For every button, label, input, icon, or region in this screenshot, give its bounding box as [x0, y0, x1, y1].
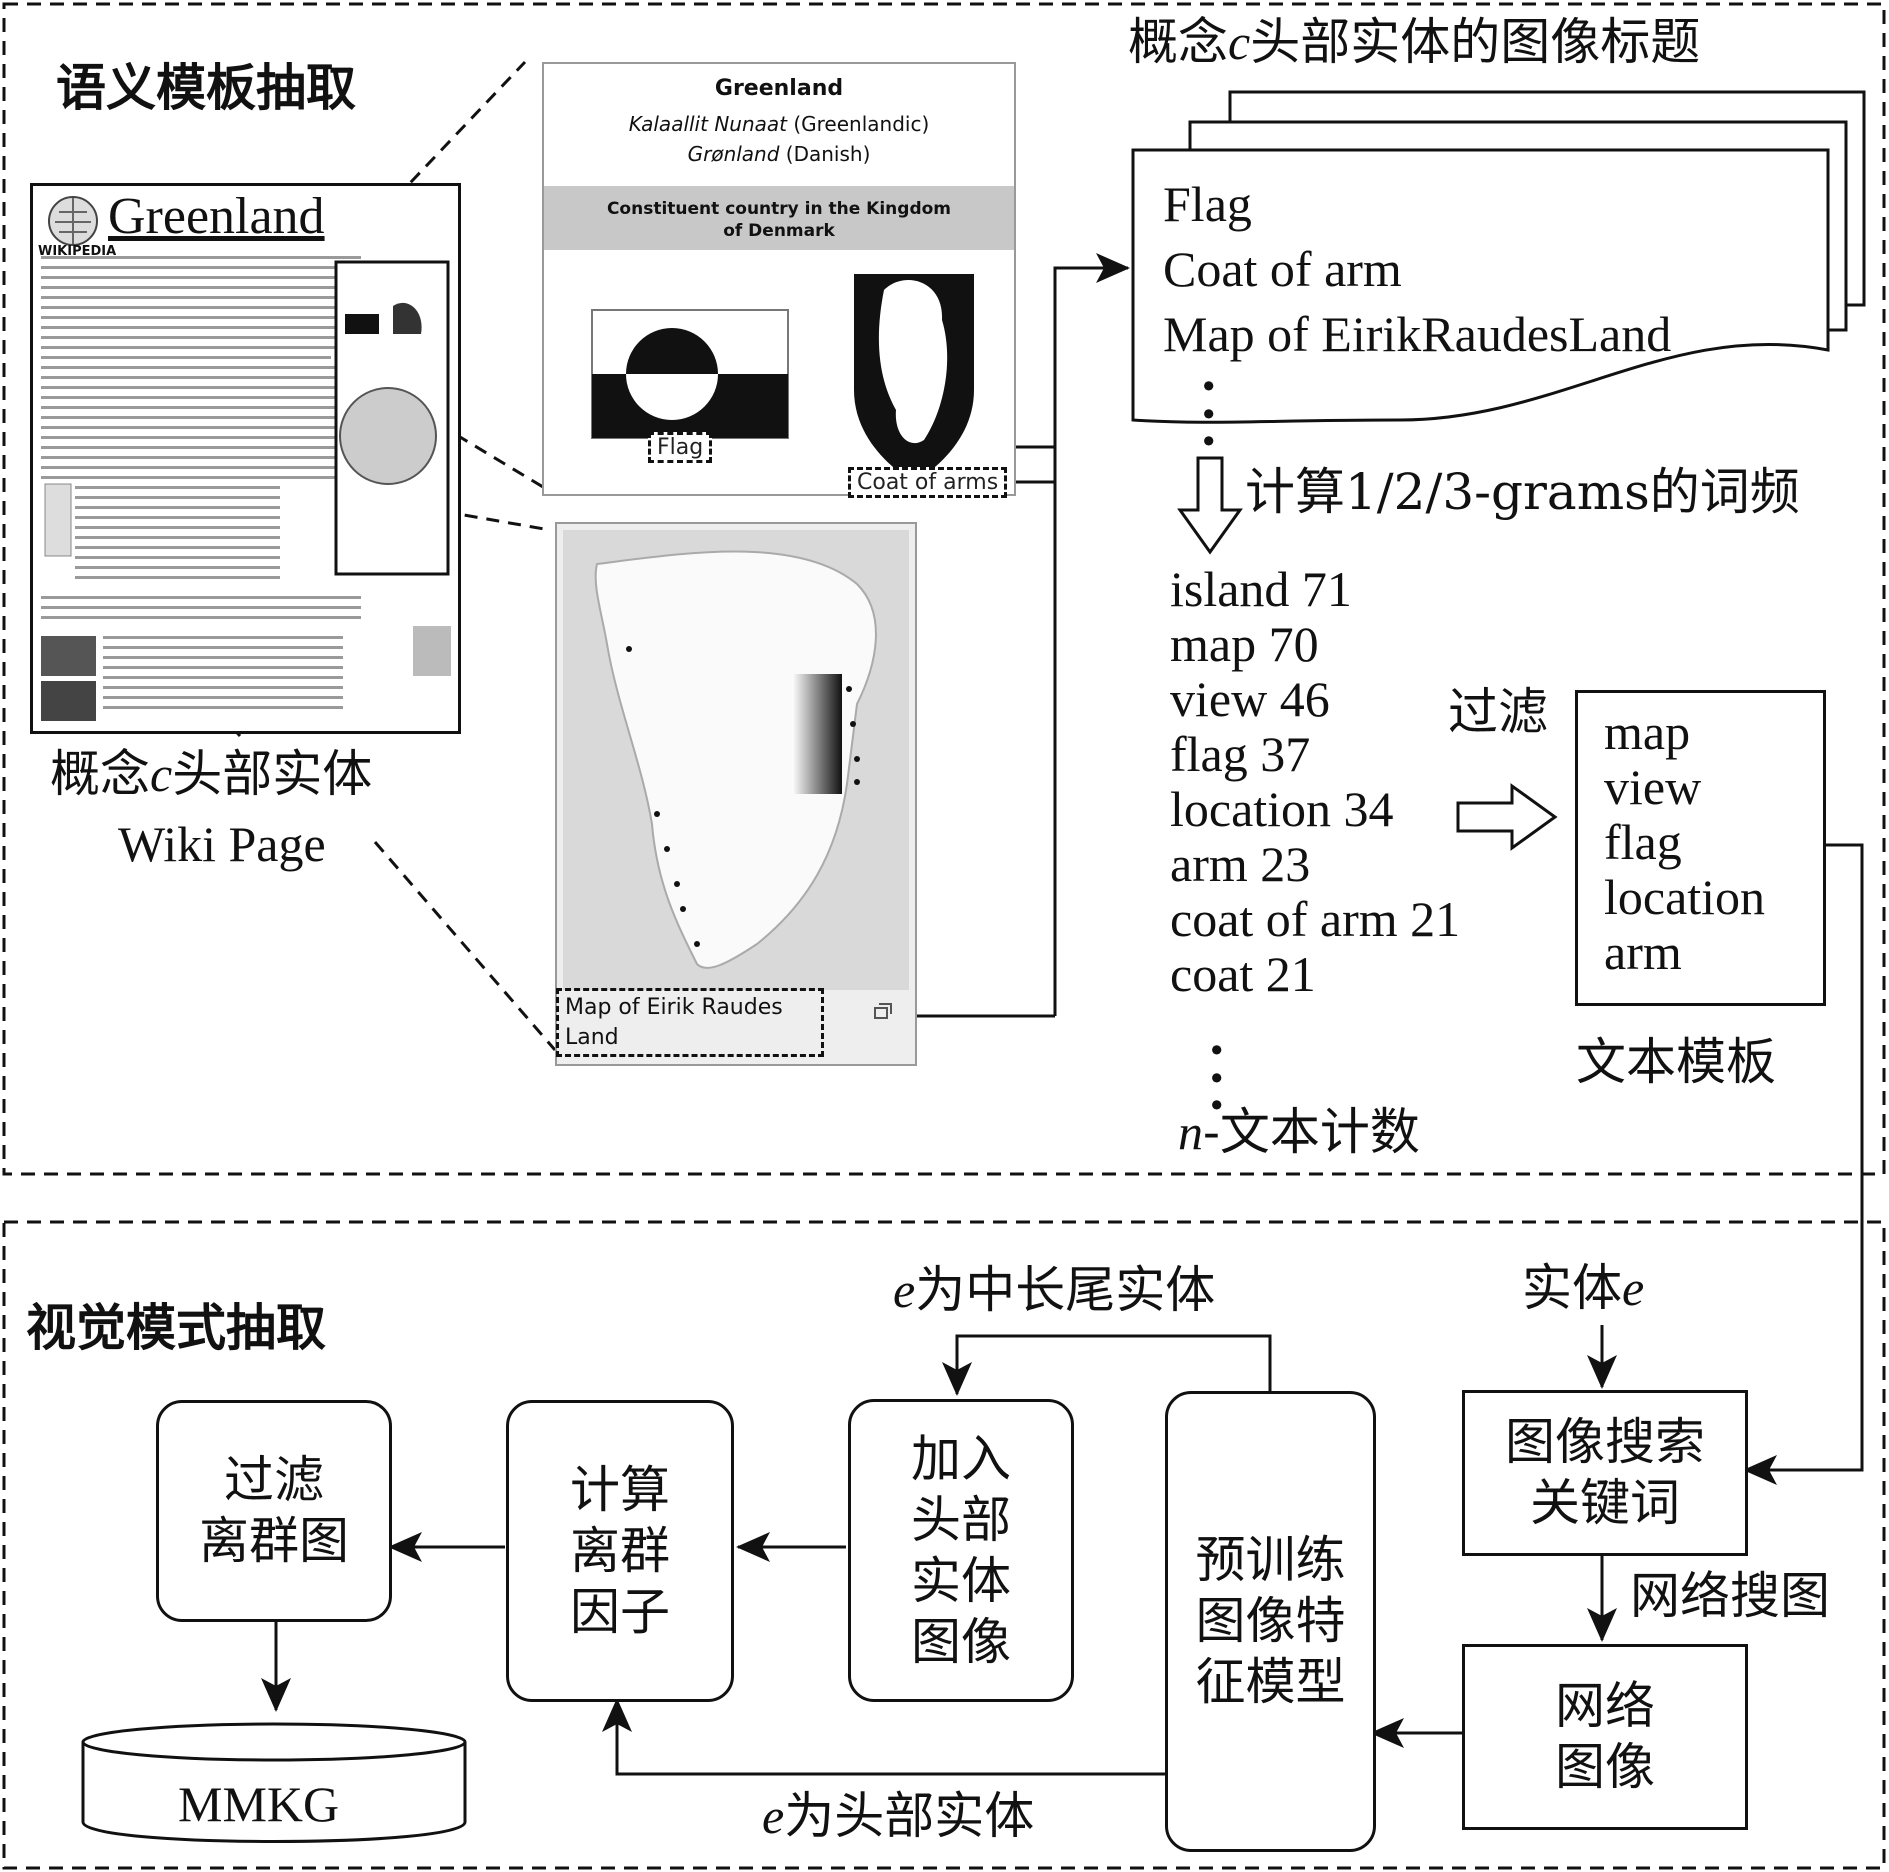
semantic-template-section-title: 语义模板抽取 [56, 58, 356, 117]
infobox-band: Constituent country in the Kingdom of De… [544, 186, 1014, 250]
frequency-item: location 34 [1170, 781, 1394, 837]
web-images-box: 网络图像 [1462, 1644, 1748, 1830]
filter-outlier-images-box: 过滤离群图 [156, 1400, 392, 1622]
map-caption: Map of Eirik Raudes Land [556, 988, 824, 1058]
caption-doc-lines: Flag Coat of arm Map of EirikRaudesLand [1163, 172, 1671, 367]
mmkg-cylinder-top [81, 1722, 467, 1762]
template-to-keywords-line [1743, 843, 1864, 1485]
pretrained-feature-model-box: 预训练图像特征模型 [1165, 1391, 1376, 1852]
hollow-down-arrow [1177, 456, 1243, 555]
ngram-frequency-list: island 71 map 70 view 46 flag 37 locatio… [1170, 562, 1460, 1002]
concept-variable: c [150, 746, 173, 802]
coat-of-arms-caption-tag: Coat of arms [848, 467, 1008, 498]
caption-line: Map of EirikRaudesLand [1163, 306, 1672, 362]
head-entity-label: e为头部实体 [762, 1787, 1035, 1845]
caption-doc-title: 概念c头部实体的图像标题 [1128, 13, 1701, 71]
infobox-zoom: Greenland Kalaallit Nunaat (Greenlandic)… [542, 62, 1016, 496]
template-item: view [1604, 759, 1702, 815]
frequency-item: island 71 [1170, 561, 1352, 617]
zoom-line [361, 376, 549, 492]
template-item: map [1604, 704, 1691, 760]
image-search-keywords-box: 图像搜索关键词 [1462, 1390, 1748, 1556]
caption-line: Coat of arm [1163, 241, 1402, 297]
compute-ngram-label: 计算1/2/3-grams的词频 [1245, 463, 1800, 521]
infobox-images [591, 274, 974, 482]
filter-label: 过滤 [1448, 683, 1548, 741]
frequency-item: coat of arm 21 [1170, 891, 1461, 947]
visual-pattern-section-title: 视觉模式抽取 [26, 1298, 326, 1357]
mid-tail-path [942, 1334, 1272, 1396]
frequency-item: flag 37 [1170, 726, 1311, 782]
mmkg-cylinder [81, 1742, 467, 1843]
frequency-item: arm 23 [1170, 836, 1311, 892]
captions-collector-line [1053, 253, 1130, 1016]
wiki-page-title[interactable]: Greenland [108, 188, 325, 245]
wiki-page-thumbnail [30, 183, 461, 734]
hollow-right-arrow [1456, 783, 1558, 851]
template-item: arm [1604, 924, 1682, 980]
add-head-entity-images-box: 加入头部实体图像 [848, 1399, 1074, 1702]
mid-tail-entity-label: e为中长尾实体 [893, 1261, 1216, 1319]
mmkg-database-label: MMKG [178, 1776, 340, 1832]
web-search-label: 网络搜图 [1630, 1567, 1830, 1625]
frequency-item: view 46 [1170, 671, 1330, 727]
n-text-count-label: n-文本计数 [1178, 1103, 1420, 1161]
infobox-title: Greenland [714, 76, 844, 101]
frequency-item: map 70 [1170, 616, 1319, 672]
flag-caption-tag: Flag [648, 432, 713, 463]
infobox-native-name-1: Kalaallit Nunaat (Greenlandic) [628, 112, 930, 136]
caption-line: Flag [1163, 176, 1252, 232]
greenland-map [563, 530, 909, 1019]
wiki-page-content [41, 196, 451, 721]
map-zoom [555, 522, 917, 1066]
caption-doc-front [1131, 148, 1830, 424]
compute-outlier-factor-box: 计算离群因子 [506, 1400, 734, 1702]
globe-thumbnail [339, 387, 437, 485]
infobox-native-name-2: Grønland (Danish) [687, 142, 871, 166]
zoom-line [373, 841, 557, 1051]
top-section-frame [2, 2, 1886, 1176]
text-template-box: map view flag location arm [1575, 690, 1826, 1006]
template-item: flag [1604, 814, 1682, 870]
template-items: map view flag location arm [1604, 705, 1765, 980]
frequency-item: coat 21 [1170, 946, 1316, 1002]
text-template-label: 文本模板 [1576, 1033, 1776, 1091]
wiki-page-caption-line2: Wiki Page [118, 816, 326, 872]
head-entity-path [602, 1698, 1165, 1776]
template-item: location [1604, 869, 1766, 925]
frequency-ellipsis: ··· [1208, 1020, 1226, 1134]
wiki-page-caption-line1: 概念c头部实体 [50, 745, 373, 803]
caption-doc-ellipsis: ··· [1200, 356, 1218, 470]
wikipedia-logo-text: WIKIPEDIA [38, 244, 117, 259]
entity-e-label: 实体e [1522, 1259, 1645, 1317]
bottom-section-frame [2, 1220, 1886, 1870]
